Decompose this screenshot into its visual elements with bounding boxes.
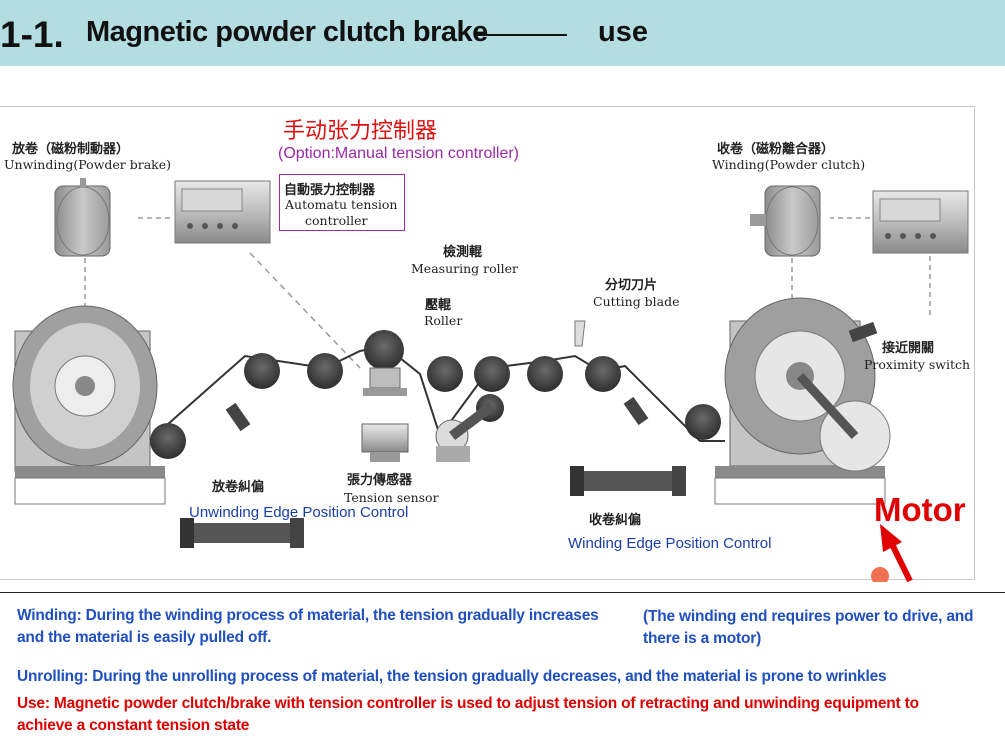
winding-note-2: and the material is easily pulled off. bbox=[17, 629, 272, 646]
wind-actuator-icon bbox=[570, 466, 686, 496]
measuring-roller-icon bbox=[363, 330, 407, 396]
tension-sensor-icon bbox=[361, 423, 409, 462]
unwinding-en-label: Unwinding(Powder brake) bbox=[4, 157, 172, 172]
winding-cn-label: 收卷（磁粉離合器） bbox=[717, 142, 835, 157]
motor-icon bbox=[796, 372, 891, 472]
auto-controller-en-1: Automatu tension bbox=[285, 197, 398, 212]
section-number: 1-1. bbox=[0, 14, 64, 55]
proximity-switch-cn: 接近開關 bbox=[882, 341, 935, 356]
unwind-actuator-icon bbox=[180, 518, 304, 548]
unwinding-brake-icon bbox=[54, 178, 111, 257]
unwind-edge-cn: 放卷糾偏 bbox=[212, 480, 265, 495]
tension-sensor-en: Tension sensor bbox=[344, 490, 439, 505]
tension-sensor-cn: 張力傳感器 bbox=[347, 473, 413, 488]
winding-clutch-icon bbox=[750, 185, 821, 257]
winding-en-label: Winding(Powder clutch) bbox=[712, 157, 866, 172]
winding-side-note-2: there is a motor) bbox=[643, 630, 762, 647]
proximity-switch-icon bbox=[848, 321, 878, 343]
use-note-2: achieve a constant tension state bbox=[17, 717, 250, 734]
edge-sensor-left-icon bbox=[225, 402, 251, 432]
use-note-1: Use: Magnetic powder clutch/brake with t… bbox=[17, 695, 919, 712]
manual-controller-en: (Option:Manual tension controller) bbox=[278, 145, 520, 162]
wind-edge-en: Winding Edge Position Control bbox=[568, 535, 772, 552]
cutting-blade-en: Cutting blade bbox=[593, 294, 680, 309]
controller-right-icon bbox=[872, 190, 969, 254]
title-dash bbox=[475, 34, 567, 36]
section-use: use bbox=[598, 16, 648, 48]
section-title: Magnetic powder clutch brake bbox=[86, 16, 488, 48]
manual-controller-cn: 手动张力控制器 bbox=[283, 119, 438, 144]
auto-controller-box bbox=[279, 174, 405, 231]
measuring-roller-cn: 檢測輥 bbox=[443, 245, 483, 260]
auto-controller-en-2: controller bbox=[305, 213, 368, 228]
proximity-switch-en: Proximity switch bbox=[864, 357, 971, 372]
unwinding-cn-label: 放卷（磁粉制動器） bbox=[12, 142, 130, 157]
process-diagram bbox=[12, 178, 969, 582]
unwind-edge-en: Unwinding Edge Position Control bbox=[189, 504, 409, 521]
header-bar: 1-1. Magnetic powder clutch brake use bbox=[0, 0, 1005, 66]
cutting-blade-cn: 分切刀片 bbox=[605, 278, 658, 293]
wind-edge-cn: 收卷糾偏 bbox=[589, 513, 642, 528]
motor-arrow-icon bbox=[880, 524, 913, 582]
motor-label: Motor bbox=[874, 491, 966, 528]
roller-cn: 壓輥 bbox=[425, 298, 452, 313]
diagram-frame bbox=[0, 106, 975, 580]
winding-side-note-1: (The winding end requires power to drive… bbox=[643, 608, 974, 625]
controller-left-icon bbox=[174, 180, 271, 244]
auto-controller-cn: 自動張力控制器 bbox=[284, 183, 376, 198]
notes-separator bbox=[0, 592, 1005, 593]
unwinding-machine-icon bbox=[12, 305, 166, 505]
roller-press-icon bbox=[435, 402, 495, 462]
edge-sensor-right-icon bbox=[623, 396, 649, 426]
unrolling-note: Unrolling: During the unrolling process … bbox=[17, 668, 887, 685]
measuring-roller-en: Measuring roller bbox=[411, 261, 518, 276]
winding-note-1: Winding: During the winding process of m… bbox=[17, 607, 599, 624]
roller-en: Roller bbox=[424, 313, 463, 328]
